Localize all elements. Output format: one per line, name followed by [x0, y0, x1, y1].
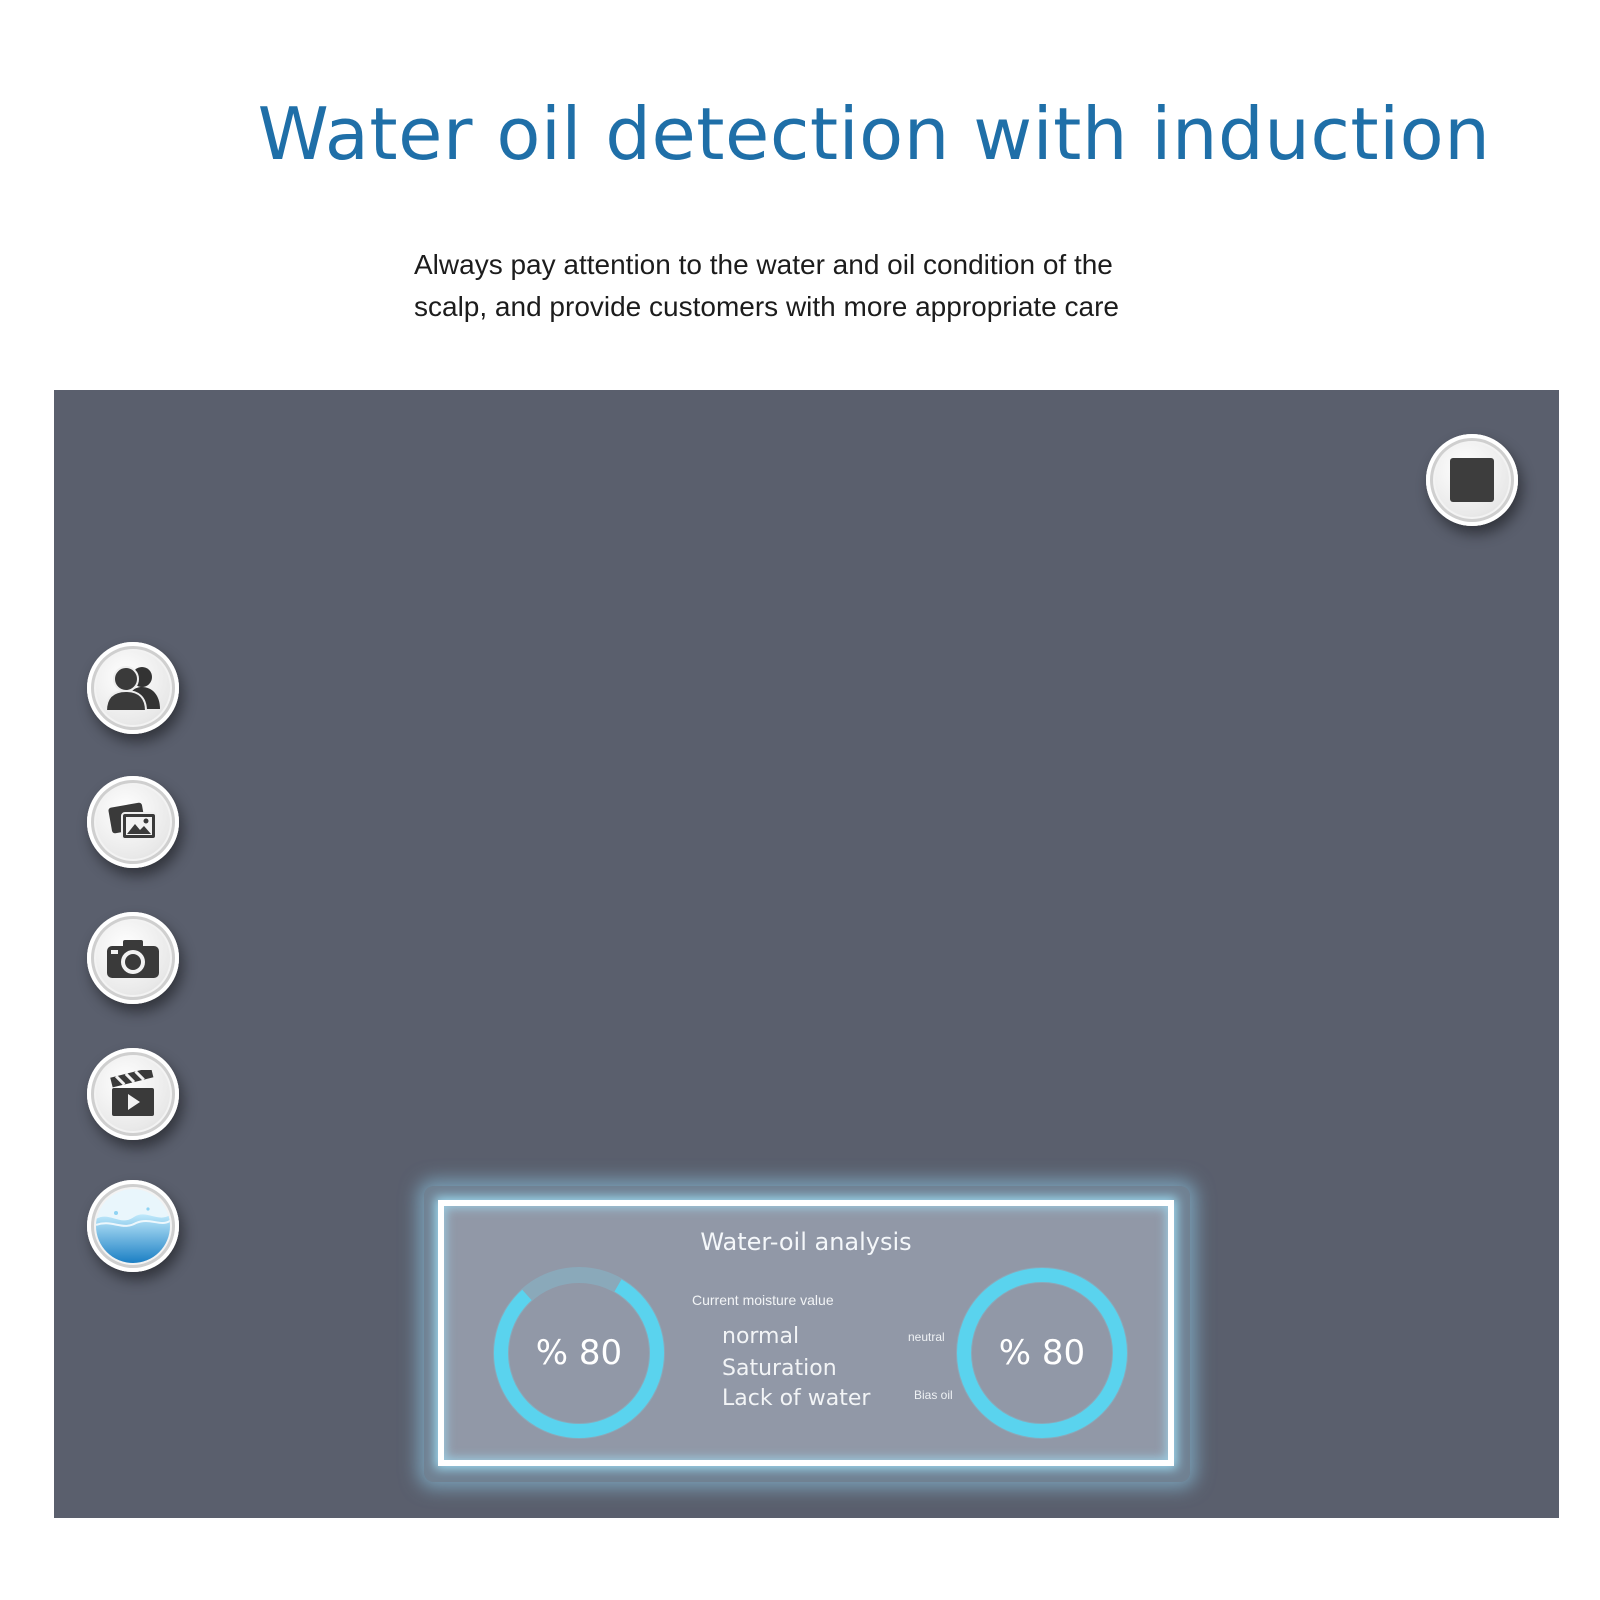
water-oil-analysis-panel: Water-oil analysis % 80 Current moisture… — [438, 1200, 1174, 1466]
moisture-gauge-value: % 80 — [535, 1333, 623, 1373]
stop-square-icon — [1435, 443, 1509, 517]
status-normal: normal — [722, 1324, 800, 1349]
page-title: Water oil detection with induction — [257, 92, 1491, 176]
tag-neutral: neutral — [908, 1330, 945, 1344]
video-clapper-icon — [110, 1070, 154, 1116]
tag-bias-oil: Bias oil — [914, 1388, 953, 1402]
oil-gauge-arc — [957, 1268, 1127, 1438]
status-lack-of-water: Lack of water — [722, 1386, 871, 1411]
device-screen: Water-oil analysis % 80 Current moisture… — [54, 390, 1559, 1518]
video-button[interactable] — [87, 1048, 179, 1140]
gallery-icon — [108, 802, 157, 840]
water-wave-icon — [96, 1189, 170, 1263]
users-icon — [104, 666, 160, 712]
moisture-gauge-arc — [494, 1268, 664, 1438]
camera-icon — [107, 940, 159, 978]
moisture-gauge: % 80 — [484, 1258, 674, 1448]
users-button[interactable] — [87, 642, 179, 734]
current-moisture-label: Current moisture value — [692, 1292, 834, 1308]
stop-button[interactable] — [1426, 434, 1518, 526]
status-saturation: Saturation — [722, 1356, 837, 1381]
analysis-title: Water-oil analysis — [700, 1228, 912, 1256]
oil-gauge-value: % 80 — [998, 1333, 1086, 1373]
camera-button[interactable] — [87, 912, 179, 1004]
water-button[interactable] — [87, 1180, 179, 1272]
oil-gauge: % 80 — [947, 1258, 1137, 1448]
page-subtitle: Always pay attention to the water and oi… — [414, 249, 1120, 322]
gallery-button[interactable] — [87, 776, 179, 868]
